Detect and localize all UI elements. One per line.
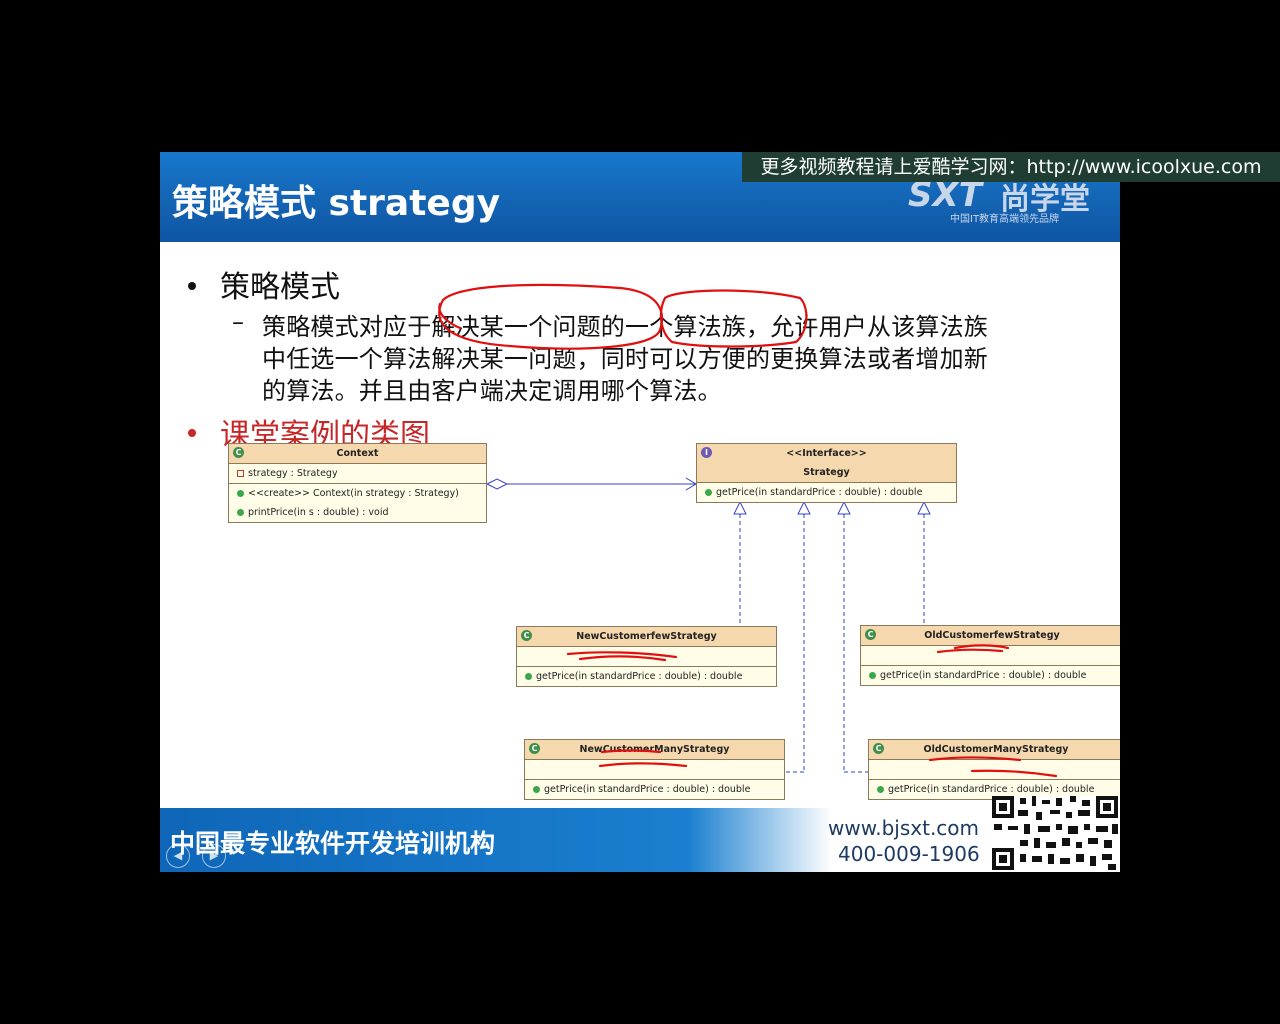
uml-class-new-customer-few[interactable]: C NewCustomerfewStrategy getPrice(in stan… <box>516 626 777 687</box>
bullet-dot-red <box>188 429 196 437</box>
slide-title: 策略模式 strategy <box>172 183 501 224</box>
class-icon: C <box>865 629 876 640</box>
overlay-url-banner[interactable]: 更多视频教程请上爱酷学习网：http://www.icoolxue.com <box>742 152 1280 182</box>
class-icon: C <box>529 743 540 754</box>
uml-class-old-customer-many[interactable]: C OldCustomerManyStrategy getPrice(in sta… <box>868 739 1120 800</box>
qr-code-icon <box>992 796 1120 872</box>
bullet-dot <box>188 282 196 290</box>
public-method-icon <box>705 489 712 496</box>
uml-connectors <box>485 477 931 773</box>
public-method-icon <box>525 673 532 680</box>
bullet-strategy-pattern: 策略模式 <box>220 270 340 305</box>
public-method-icon <box>869 672 876 679</box>
uml-class-new-customer-many[interactable]: C NewCustomerManyStrategy getPrice(in sta… <box>524 739 785 800</box>
method: getPrice(in standardPrice : double) : do… <box>716 487 923 498</box>
method: printPrice(in s : double) : void <box>248 507 389 518</box>
brand-tagline: 中国IT教育高端领先品牌 <box>950 214 1060 225</box>
slide-footer: 中国最专业软件开发培训机构 ◀ ▶ www.bjsxt.com 400-009-… <box>160 796 1120 872</box>
interface-icon: I <box>701 447 712 458</box>
slide: 策略模式 strategy SXT 尚学堂 中国IT教育高端领先品牌 策略模式 … <box>160 152 1120 872</box>
stereotype-label: <<Interface>> <box>786 448 867 459</box>
class-name: Context <box>336 448 379 459</box>
footer-website: www.bjsxt.com <box>828 816 980 840</box>
uml-class-context[interactable]: C Context strategy : Strategy <<create>> … <box>228 443 487 523</box>
dash-marker: – <box>232 308 244 336</box>
class-name: OldCustomerfewStrategy <box>924 630 1060 641</box>
method: getPrice(in standardPrice : double) : do… <box>536 671 743 682</box>
next-control-icon[interactable]: ▶ <box>202 844 226 868</box>
class-icon: C <box>873 743 884 754</box>
uml-interface-strategy[interactable]: I <<Interface>> Strategy getPrice(in sta… <box>696 443 957 503</box>
method: getPrice(in standardPrice : double) : do… <box>880 670 1087 681</box>
public-method-icon <box>533 786 540 793</box>
method: <<create>> Context(in strategy : Strateg… <box>248 488 459 499</box>
class-name: NewCustomerManyStrategy <box>579 744 730 755</box>
class-name: OldCustomerManyStrategy <box>923 744 1069 755</box>
class-icon: C <box>233 447 244 458</box>
public-method-icon <box>237 490 244 497</box>
method: getPrice(in standardPrice : double) : do… <box>888 784 1095 795</box>
private-field-icon <box>237 470 244 477</box>
method: getPrice(in standardPrice : double) : do… <box>544 784 751 795</box>
attribute: strategy : Strategy <box>248 468 338 479</box>
description-line-3: 的算法。并且由客户端决定调用哪个算法。 <box>262 377 722 405</box>
footer-phone: 400-009-1906 <box>838 842 980 866</box>
public-method-icon <box>237 509 244 516</box>
uml-class-old-customer-few[interactable]: C OldCustomerfewStrategy getPrice(in stan… <box>860 625 1120 686</box>
brand-name: 尚学堂 <box>1000 182 1090 217</box>
class-icon: C <box>521 630 532 641</box>
prev-control-icon[interactable]: ◀ <box>166 844 190 868</box>
public-method-icon <box>877 786 884 793</box>
interface-name: Strategy <box>803 467 850 478</box>
class-name: NewCustomerfewStrategy <box>576 631 717 642</box>
